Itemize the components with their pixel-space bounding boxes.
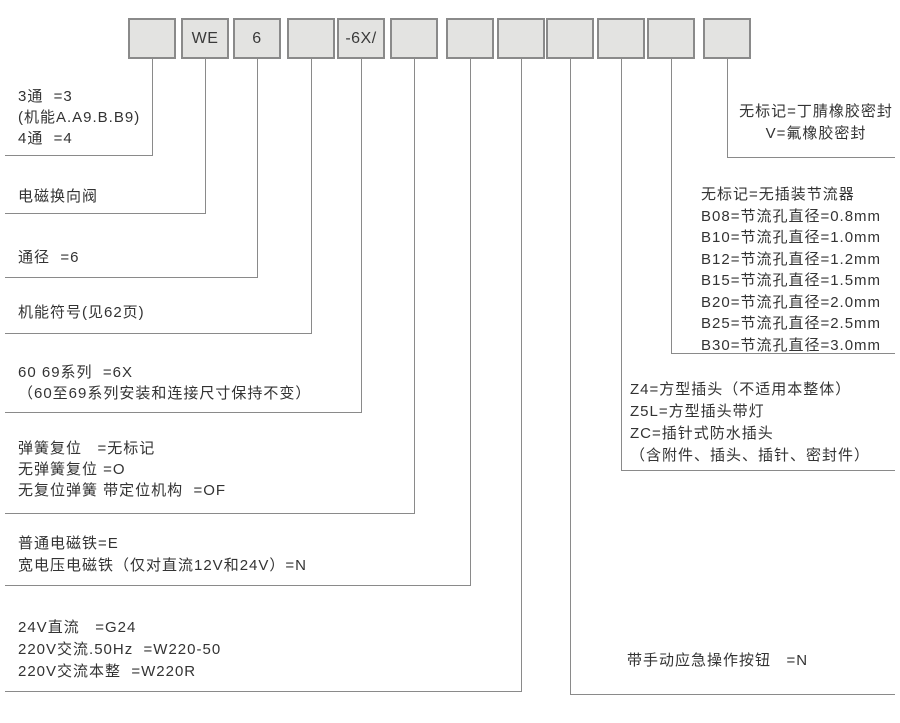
connector-vline-2 — [205, 59, 206, 213]
annotation-solenoid-type: 普通电磁铁=E 宽电压电磁铁（仅对直流12V和24V）=N — [18, 533, 307, 577]
annotation-line: Z5L=方型插头带灯 — [630, 403, 765, 420]
annotation-line: 无弹簧复位 =O — [18, 461, 126, 478]
annotation-line: 带手动应急操作按钮 =N — [627, 652, 809, 669]
model-code-box-3: 6 — [233, 18, 281, 59]
connector-vline-6 — [414, 59, 415, 513]
annotation-line: 220V交流本整 =W220R — [18, 663, 197, 680]
model-code-box-2: WE — [181, 18, 229, 59]
connector-vline-3 — [257, 59, 258, 277]
model-code-box-12 — [703, 18, 751, 59]
connector-hline-left-5 — [5, 412, 362, 413]
connector-hline-left-2 — [5, 213, 206, 214]
annotation-line: 无标记=丁腈橡胶密封 — [739, 103, 893, 120]
annotation-line: 60 69系列 =6X — [18, 364, 133, 381]
annotation-line: 普通电磁铁=E — [18, 535, 119, 552]
annotation-line: 电磁换向阀 — [18, 188, 99, 205]
annotation-voltage: 24V直流 =G24 220V交流.50Hz =W220-50 220V交流本整… — [18, 617, 221, 683]
annotation-throttle-insert: 无标记=无插装节流器 B08=节流孔直径=0.8mm B10=节流孔直径=1.0… — [701, 184, 881, 356]
annotation-line: V=氟橡胶密封 — [765, 125, 867, 142]
annotation-line: 无复位弹簧 带定位机构 =OF — [18, 482, 227, 499]
annotation-line: B10=节流孔直径=1.0mm — [701, 229, 882, 246]
connector-vline-9 — [570, 59, 571, 694]
model-code-box-7 — [446, 18, 494, 59]
model-code-box-8 — [497, 18, 545, 59]
annotation-line: Z4=方型插头（不适用本整体） — [630, 381, 852, 398]
connector-hline-left-3 — [5, 277, 258, 278]
connector-hline-left-6 — [5, 513, 415, 514]
annotation-line: 24V直流 =G24 — [18, 619, 137, 636]
annotation-line: ZC=插针式防水插头 — [630, 425, 774, 442]
model-code-box-4 — [287, 18, 335, 59]
connector-hline-left-4 — [5, 333, 312, 334]
annotation-line: B25=节流孔直径=2.5mm — [701, 315, 882, 332]
connector-hline-left-8 — [5, 691, 522, 692]
connector-vline-7 — [470, 59, 471, 585]
annotation-line: B08=节流孔直径=0.8mm — [701, 207, 882, 225]
annotation-spring-return: 弹簧复位 =无标记 无弹簧复位 =O 无复位弹簧 带定位机构 =OF — [18, 438, 226, 501]
connector-hline-right-4 — [570, 694, 895, 695]
annotation-line: 4通 =4 — [18, 130, 73, 147]
annotation-line: 3通 =3 — [18, 88, 73, 105]
annotation-line: 无标记=无插装节流器 — [701, 186, 855, 203]
model-code-box-5: -6X/ — [337, 18, 385, 59]
connector-hline-left-1 — [5, 155, 153, 156]
annotation-line: B15=节流孔直径=1.5mm — [701, 272, 882, 289]
model-code-box-10 — [597, 18, 645, 59]
annotation-manual-override: 带手动应急操作按钮 =N — [627, 650, 808, 672]
connector-hline-right-2 — [671, 353, 895, 354]
annotation-ways: 3通 =3 (机能A.A9.B.B9) 4通 =4 — [18, 86, 140, 149]
connector-vline-5 — [361, 59, 362, 412]
model-code-box-9 — [546, 18, 594, 59]
annotation-seal-material: 无标记=丁腈橡胶密封 V=氟橡胶密封 — [736, 101, 896, 145]
connector-vline-1 — [152, 59, 153, 155]
annotation-line: 弹簧复位 =无标记 — [18, 440, 156, 457]
annotation-line: B20=节流孔直径=2.0mm — [701, 293, 882, 311]
annotation-valve-type: 电磁换向阀 — [18, 186, 98, 207]
annotation-line: 通径 =6 — [18, 249, 80, 266]
annotation-line: (机能A.A9.B.B9) — [18, 109, 141, 126]
annotation-line: 宽电压电磁铁（仅对直流12V和24V）=N — [18, 557, 307, 574]
annotation-series: 60 69系列 =6X （60至69系列安装和连接尺寸保持不变） — [18, 362, 311, 404]
annotation-line: 220V交流.50Hz =W220-50 — [18, 641, 222, 658]
annotation-line: （含附件、插头、插针、密封件） — [630, 447, 871, 464]
annotation-line: B30=节流孔直径=3.0mm — [701, 336, 882, 354]
model-code-box-11 — [647, 18, 695, 59]
connector-vline-8 — [521, 59, 522, 691]
annotation-plug-type: Z4=方型插头（不适用本整体） Z5L=方型插头带灯 ZC=插针式防水插头 （含… — [630, 379, 870, 467]
model-code-box-1 — [128, 18, 176, 59]
connector-hline-right-3 — [621, 470, 895, 471]
annotation-size: 通径 =6 — [18, 247, 79, 268]
connector-vline-4 — [311, 59, 312, 333]
annotation-line: （60至69系列安装和连接尺寸保持不变） — [18, 385, 312, 402]
annotation-line: 机能符号(见62页) — [18, 304, 145, 321]
annotation-line: B12=节流孔直径=1.2mm — [701, 250, 882, 268]
model-code-box-6 — [390, 18, 438, 59]
annotation-spool-symbol: 机能符号(见62页) — [18, 302, 145, 323]
connector-vline-12 — [727, 59, 728, 157]
connector-vline-11 — [671, 59, 672, 353]
connector-hline-right-1 — [727, 157, 895, 158]
connector-vline-10 — [621, 59, 622, 470]
connector-hline-left-7 — [5, 585, 471, 586]
